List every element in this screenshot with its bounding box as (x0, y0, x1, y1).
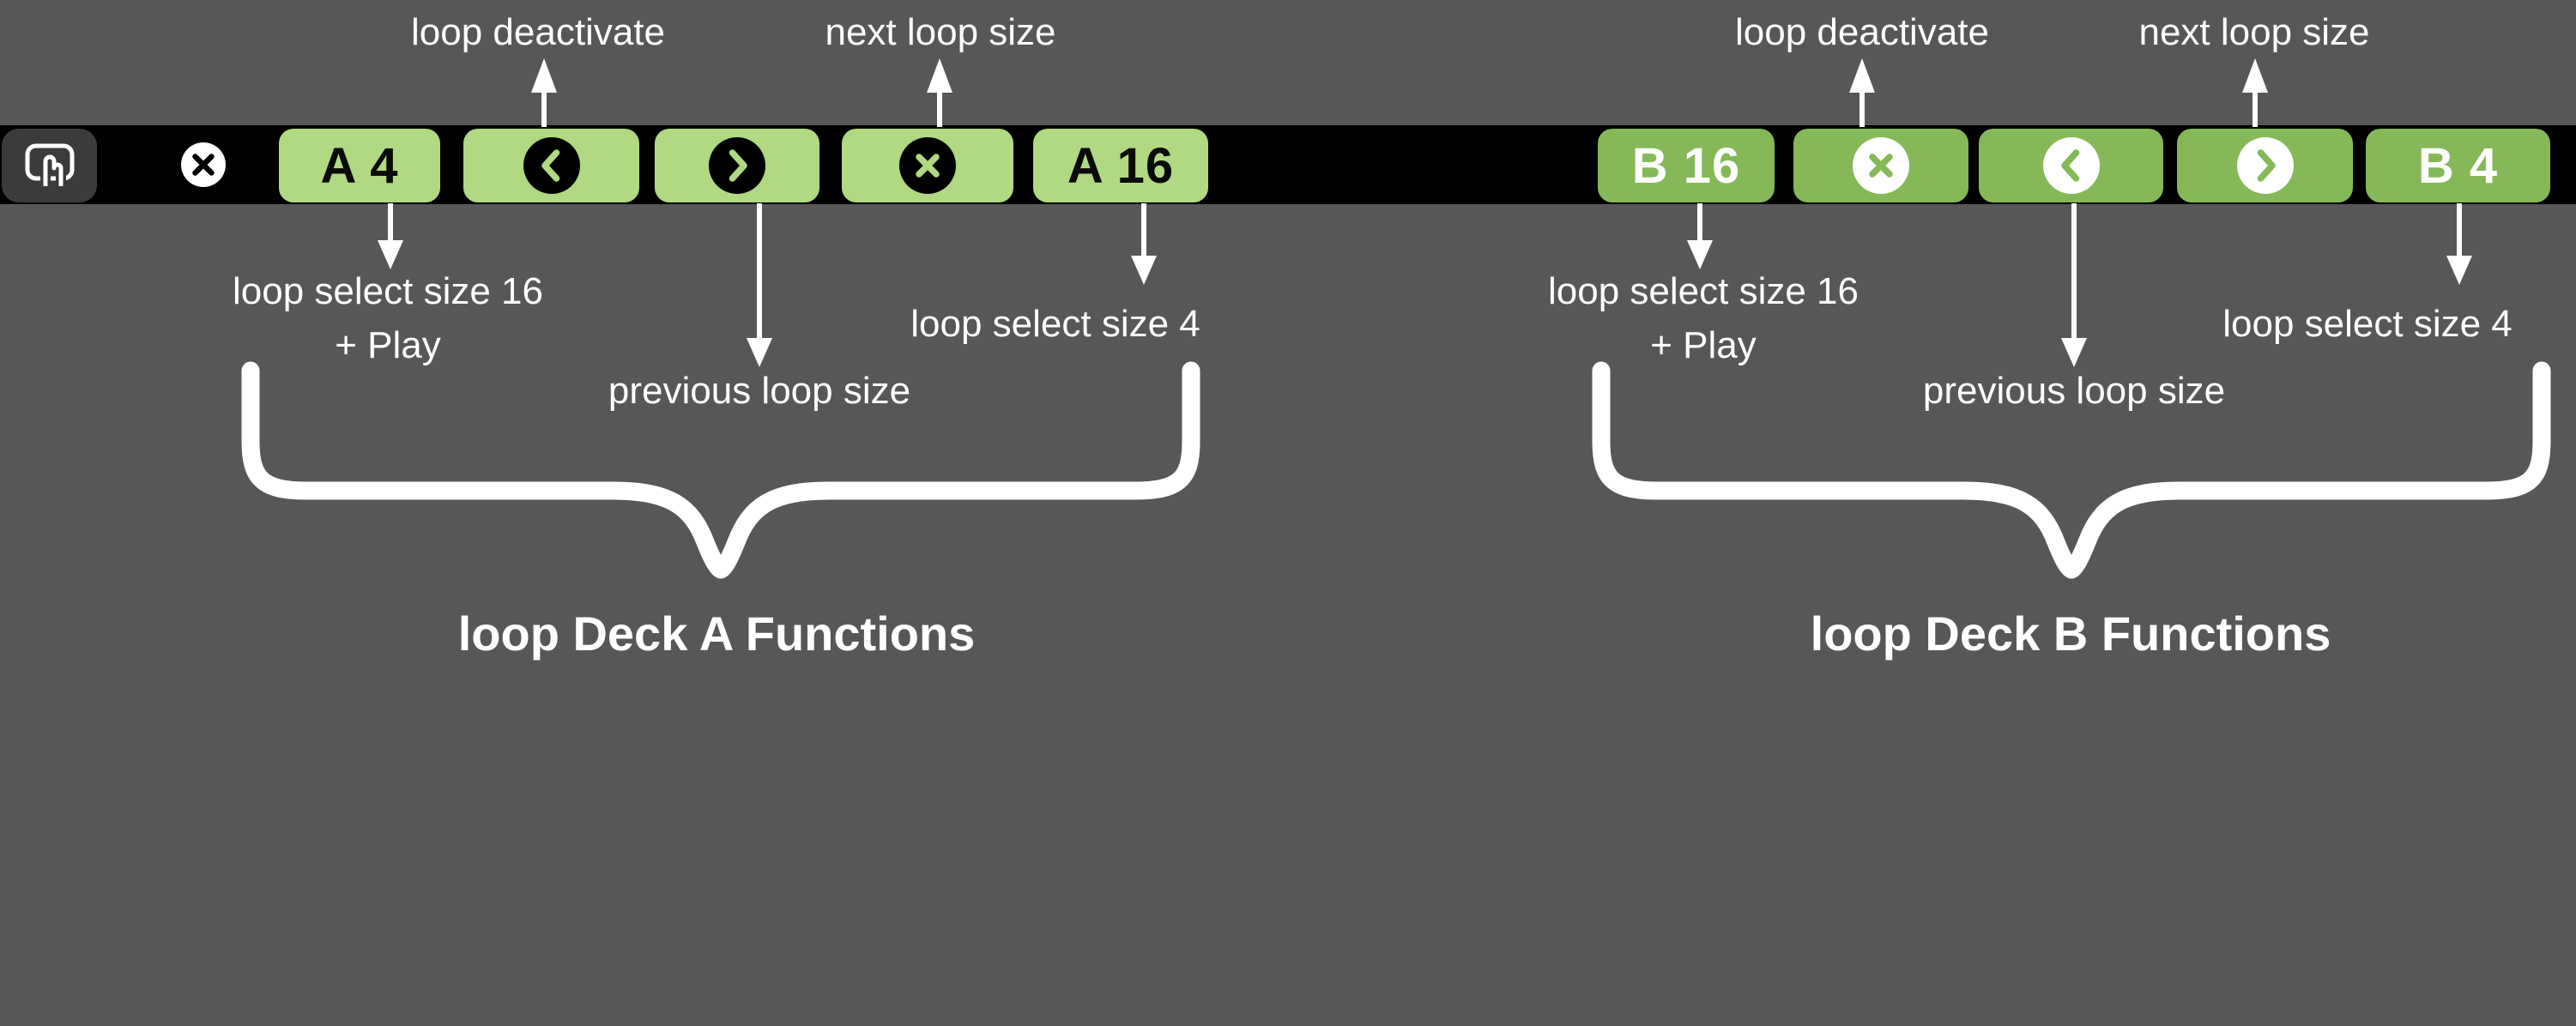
label-loop-deactivate-a: loop deactivate (411, 11, 665, 53)
arrow-up-loop-deactivate-a (531, 58, 557, 127)
x-circle-icon (899, 137, 956, 194)
chevron-left-circle-icon (2042, 137, 2100, 194)
deck-a-previous-loop-size-button[interactable] (463, 129, 639, 202)
control-strip-close-button[interactable] (181, 142, 226, 187)
label-loop-select-16-line1-a: loop select size 16 (233, 270, 543, 312)
chevron-left-circle-icon (523, 137, 580, 194)
deck-a-loop-deactivate-button[interactable] (842, 129, 1013, 202)
deck-a-loop-select-16-button[interactable]: A 16 (1033, 129, 1208, 202)
label-loop-deactivate-b: loop deactivate (1735, 11, 1989, 53)
deck-b-loop-select-16-button[interactable]: B 16 (1598, 129, 1775, 202)
label-loop-select-16-b: loop select size 16 + Play (1548, 264, 1859, 372)
chevron-right-circle-icon (709, 137, 765, 194)
label-loop-select-4-a: loop select size 4 (910, 303, 1200, 345)
deck-b-previous-loop-size-button[interactable] (1979, 129, 2163, 202)
deck-a-loop-select-4-button[interactable]: A 4 (279, 129, 440, 202)
deck-b-next-loop-size-button[interactable] (2177, 129, 2353, 202)
label-previous-loop-size-b: previous loop size (1922, 370, 2226, 412)
label-plus-play-a: + Play (335, 324, 441, 366)
label-next-loop-size-b: next loop size (2138, 11, 2370, 53)
arrow-up-loop-deactivate-b (1849, 58, 1875, 127)
arrow-down-loop-select-16-b (1687, 203, 1713, 269)
label-loop-select-16-a: loop select size 16 + Play (233, 264, 543, 372)
label-loop-select-16-line1-b: loop select size 16 (1548, 270, 1859, 312)
x-circle-icon (1853, 137, 1909, 194)
label-next-loop-size-a: next loop size (825, 11, 1056, 53)
deck-b-loop-deactivate-button[interactable] (1793, 129, 1968, 202)
arrow-up-next-loop-size-a (927, 58, 952, 127)
label-previous-loop-size-a: previous loop size (608, 370, 911, 412)
arrow-down-previous-loop-size-b (2061, 203, 2087, 367)
title-loop-deck-a-functions: loop Deck A Functions (457, 607, 976, 661)
arrow-up-next-loop-size-b (2242, 58, 2268, 127)
touchbar-system-button[interactable] (2, 129, 97, 202)
deck-b-loop-select-4-button[interactable]: B 4 (2366, 129, 2550, 202)
label-plus-play-b: + Play (1650, 324, 1757, 366)
arrow-down-previous-loop-size-a (747, 203, 772, 367)
close-x-circle-icon (181, 142, 226, 190)
touchbar-finger-icon (23, 142, 76, 190)
label-loop-select-4-b: loop select size 4 (2222, 303, 2513, 345)
arrow-down-loop-select-16-a (378, 203, 403, 269)
deck-a-next-loop-size-button[interactable] (655, 129, 819, 202)
arrow-down-loop-select-4-b (2446, 203, 2472, 285)
title-loop-deck-b-functions: loop Deck B Functions (1810, 607, 2331, 661)
arrow-down-loop-select-4-a (1131, 203, 1157, 285)
chevron-right-circle-icon (2236, 137, 2294, 194)
